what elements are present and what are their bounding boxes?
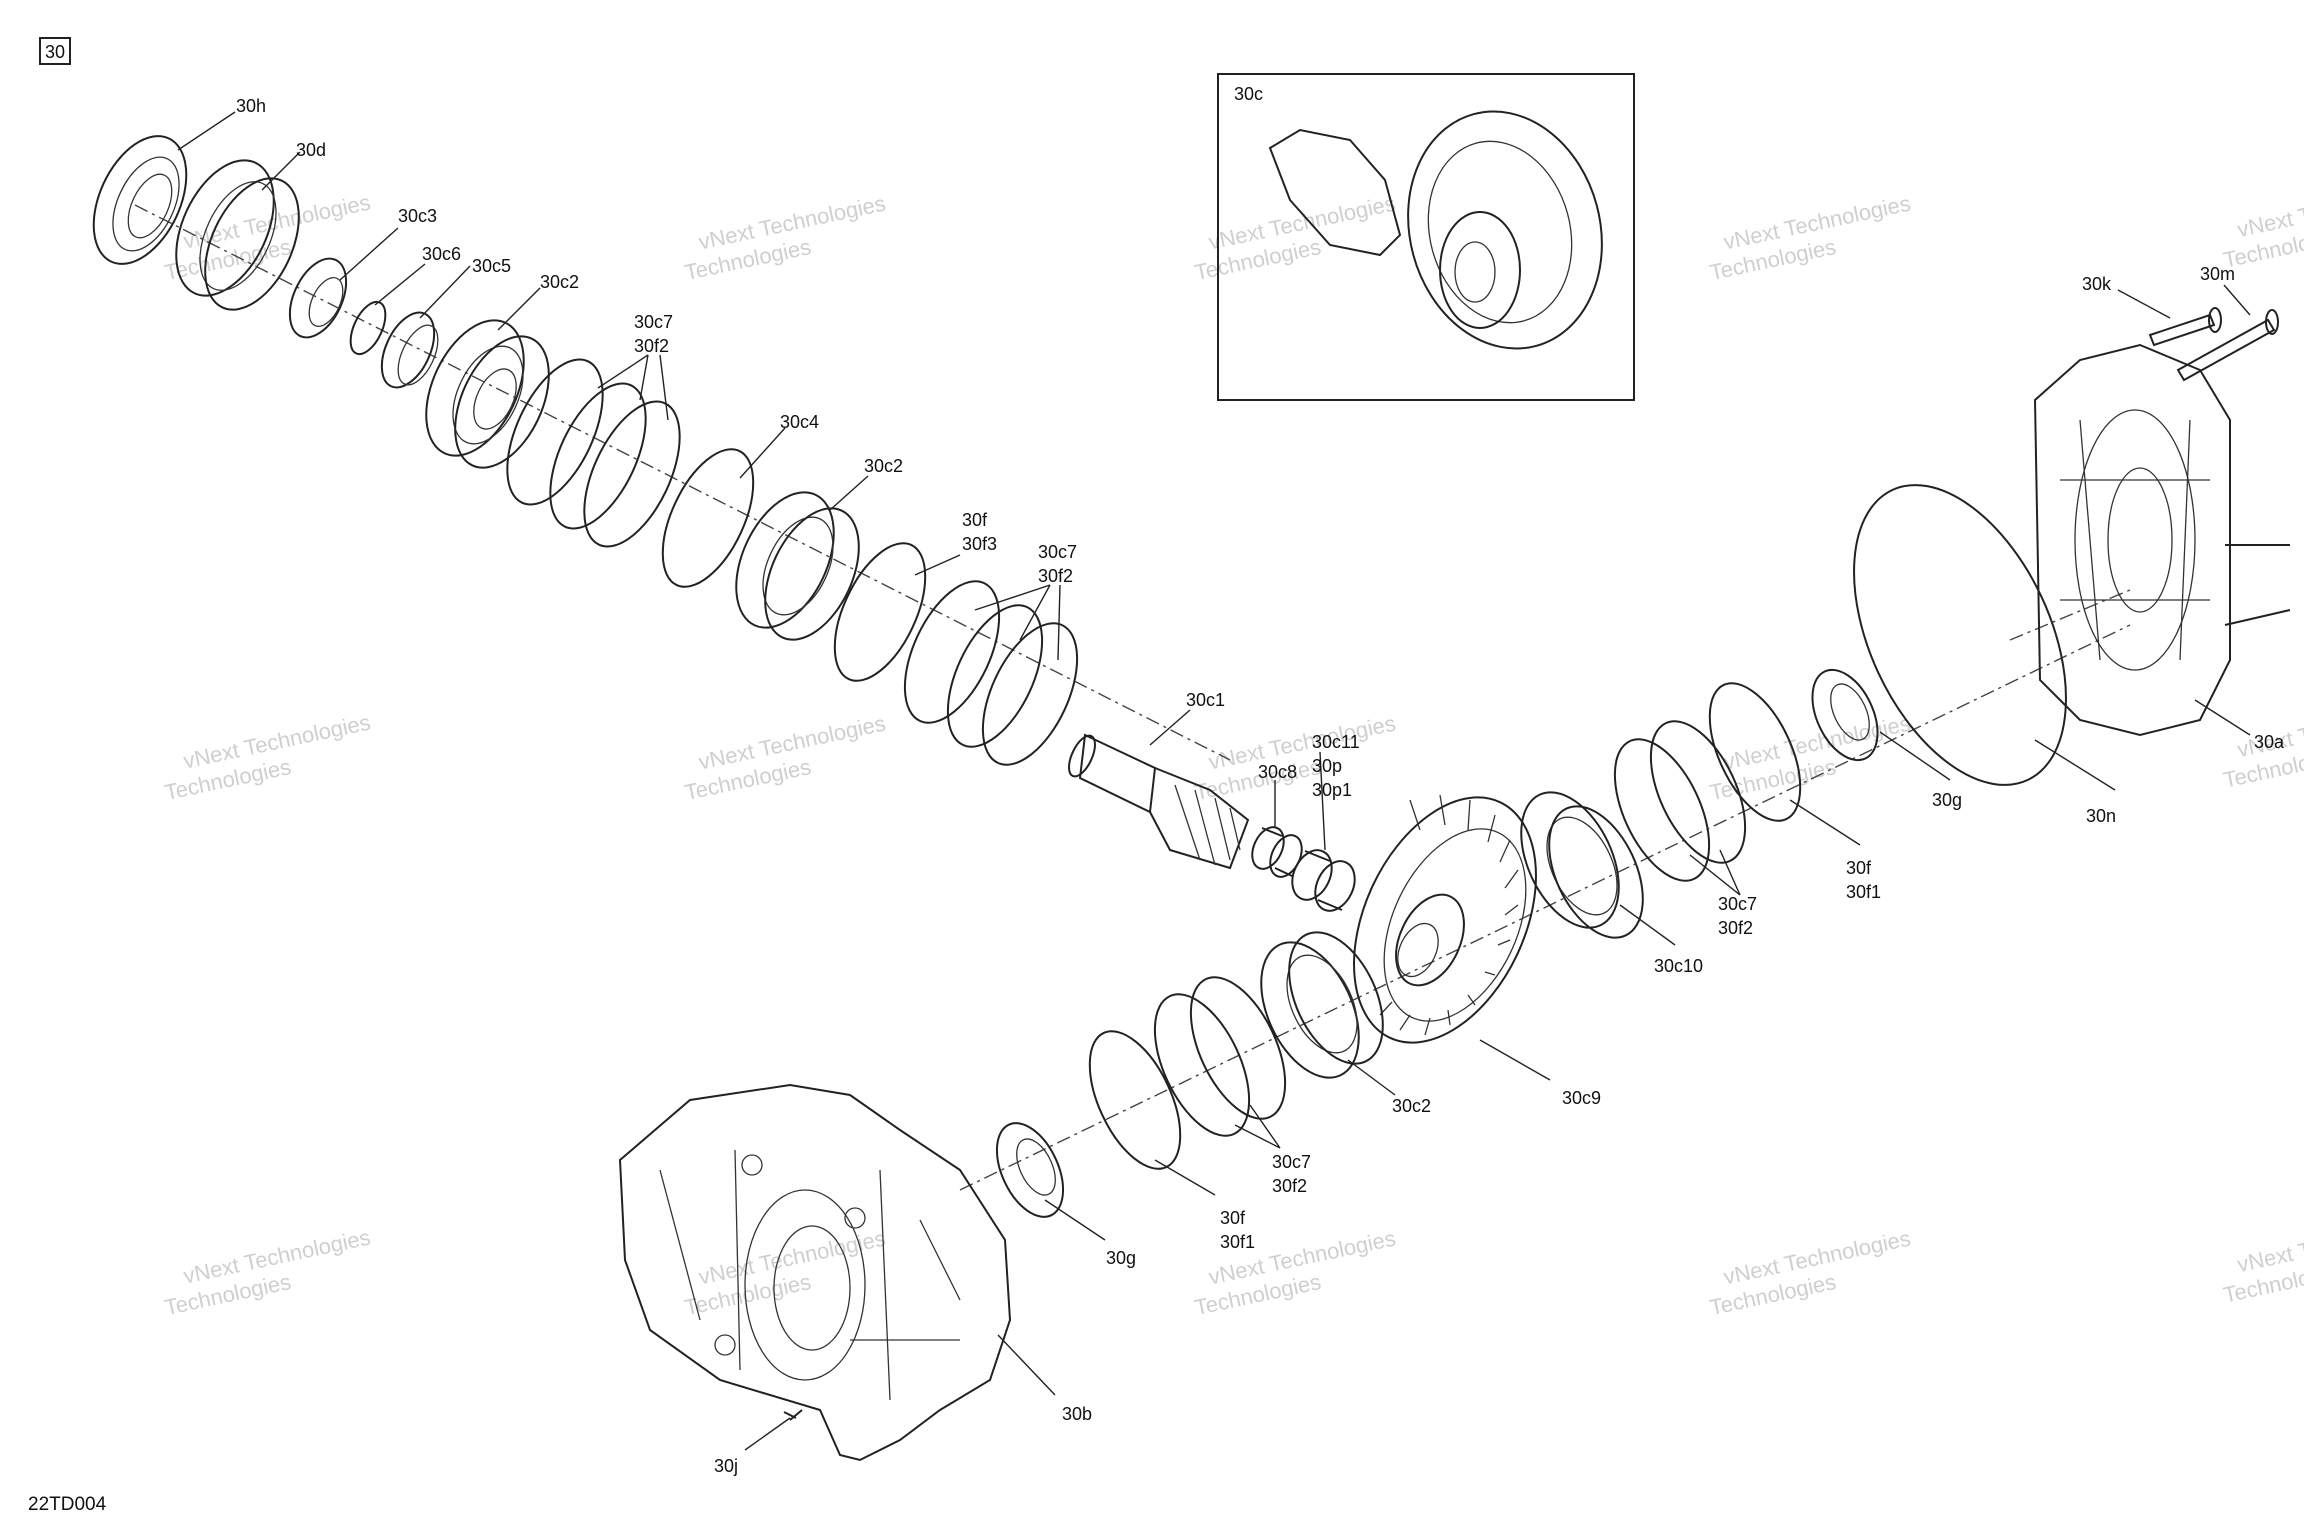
label-30c10: 30c10 <box>1654 956 1703 976</box>
seal-30g-right <box>1811 668 1879 762</box>
part-labels: 30h 30d 30c3 30c6 30c5 30c2 30c7 30f2 30… <box>236 96 2285 1476</box>
label-30d: 30d <box>296 140 326 160</box>
label-30c6: 30c6 <box>422 244 461 264</box>
label-30n: 30n <box>2086 806 2116 826</box>
housing-30b <box>618 1083 1012 1462</box>
nut-30c3 <box>288 257 348 339</box>
drawing-code: 22TD004 <box>28 1494 107 1515</box>
shims-30c7-middle <box>903 580 1079 766</box>
washer-30c6 <box>349 300 387 356</box>
sleeve-30c8 <box>1251 826 1303 878</box>
label-30f1-2: 30f1 <box>1220 1232 1255 1252</box>
o-ring-30n <box>1853 484 2067 786</box>
inset-panel-30c: 30c <box>1217 73 1635 401</box>
label-30j: 30j <box>714 1456 738 1476</box>
label-30c7-3: 30c7 <box>1718 894 1757 914</box>
leader-lines <box>177 111 2251 1451</box>
label-30c4: 30c4 <box>780 412 819 432</box>
sleeve-30p <box>1291 849 1356 912</box>
housing-cover-30a <box>2033 343 2231 737</box>
label-30c2-3: 30c2 <box>1392 1096 1431 1116</box>
bearing-30c10 <box>1520 791 1644 939</box>
label-30a: 30a <box>2254 732 2285 752</box>
label-30f1-1: 30f1 <box>1846 882 1881 902</box>
label-30c3: 30c3 <box>398 206 437 226</box>
shims-30c7-lower <box>1153 976 1287 1137</box>
label-30f2-1: 30f2 <box>634 336 669 356</box>
label-30c1: 30c1 <box>1186 690 1225 710</box>
label-30p1: 30p1 <box>1312 780 1352 800</box>
bolt-30m <box>2176 309 2279 382</box>
label-30m: 30m <box>2200 264 2235 284</box>
shim-30f-right <box>1708 682 1802 822</box>
label-30f2-3: 30f2 <box>1718 918 1753 938</box>
page-tag: 30 <box>45 42 65 62</box>
plug-30j <box>783 1409 803 1421</box>
label-30c7-4: 30c7 <box>1272 1152 1311 1172</box>
label-30f-3: 30f <box>1220 1208 1246 1228</box>
seal-30g-lower <box>995 1122 1065 1218</box>
shim-30c4 <box>661 448 755 588</box>
label-30c9: 30c9 <box>1562 1088 1601 1108</box>
label-30g-2: 30g <box>1106 1248 1136 1268</box>
label-30c11: 30c11 <box>1312 732 1360 752</box>
shims-30c7-right <box>1613 720 1747 882</box>
bearing-cup-30d <box>175 159 300 311</box>
label-30h: 30h <box>236 96 266 116</box>
bearing-30c2-middle <box>735 491 860 641</box>
seal-30h <box>92 135 188 265</box>
bearing-30c2-lower <box>1260 931 1384 1079</box>
label-30c2-2: 30c2 <box>864 456 903 476</box>
label-30f-2: 30f <box>1846 858 1872 878</box>
label-30c7-1: 30c7 <box>634 312 673 332</box>
bolt-30k <box>2148 307 2222 347</box>
assembly-axes <box>134 204 2131 1191</box>
spacer-30c5 <box>380 311 439 389</box>
label-30c7-2: 30c7 <box>1038 542 1077 562</box>
label-30f2-2: 30f2 <box>1038 566 1073 586</box>
ring-gear-30c9 <box>1353 794 1537 1044</box>
shim-30f-upper <box>833 542 927 682</box>
label-30c5: 30c5 <box>472 256 511 276</box>
shim-30f-lower <box>1088 1030 1182 1170</box>
studs-right <box>2224 544 2291 626</box>
pinion-30c1 <box>1068 733 1250 870</box>
bearing-30c2-upper <box>425 319 550 469</box>
label-30p: 30p <box>1312 756 1342 776</box>
label-30f3: 30f3 <box>962 534 997 554</box>
label-30f2-4: 30f2 <box>1272 1176 1307 1196</box>
label-30c8: 30c8 <box>1258 762 1297 782</box>
label-30g-1: 30g <box>1932 790 1962 810</box>
inset-label: 30c <box>1234 84 1263 104</box>
label-30c2-1: 30c2 <box>540 272 579 292</box>
label-30b: 30b <box>1062 1404 1092 1424</box>
page-tag-box <box>39 37 71 65</box>
label-30f-1: 30f <box>962 510 988 530</box>
label-30k: 30k <box>2082 274 2112 294</box>
shims-30c7-upper <box>506 358 681 548</box>
